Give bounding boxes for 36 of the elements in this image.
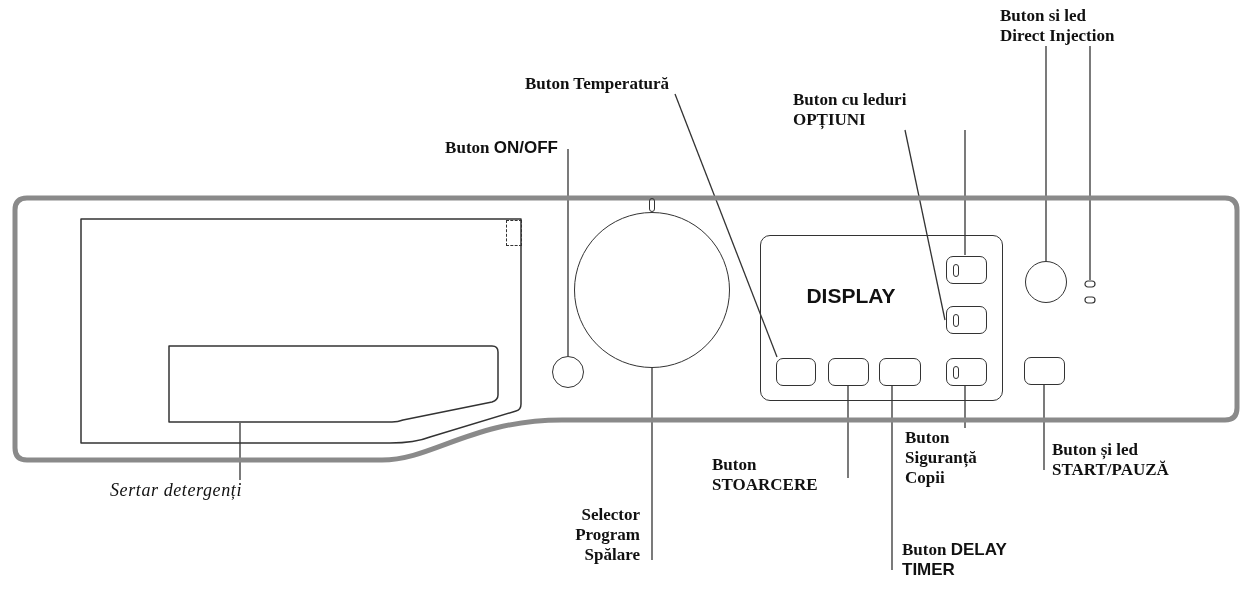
leader-line xyxy=(847,384,849,479)
led-pair xyxy=(1084,280,1096,304)
panel-button xyxy=(946,358,987,386)
leader-line xyxy=(964,384,966,429)
panel-button xyxy=(946,306,987,334)
callout-label: Buton STOARCERE xyxy=(712,455,848,495)
leader-line xyxy=(674,93,778,358)
callout-label: Buton DELAY TIMER xyxy=(892,540,1042,582)
round-button xyxy=(1025,261,1067,303)
display-label: DISPLAY xyxy=(805,284,897,308)
callout-label: Sertar detergenți xyxy=(35,480,242,502)
leader-line xyxy=(1089,45,1091,281)
callout-label: Buton ON/OFF xyxy=(388,138,568,160)
panel-button xyxy=(879,358,921,386)
callout-label: Buton Siguranță Copii xyxy=(905,428,1000,488)
leader-line xyxy=(904,129,946,321)
panel-button xyxy=(776,358,816,386)
callout-label: Buton Temperatură xyxy=(525,74,710,94)
leader-line xyxy=(239,422,241,481)
callout-label: Buton si led Direct Injection xyxy=(1000,6,1130,46)
leader-line xyxy=(651,367,653,561)
callout-label: Selector Program Spălare xyxy=(540,505,652,567)
leader-line xyxy=(964,129,966,256)
detergent-drawer xyxy=(80,218,523,445)
drawer-handle xyxy=(168,345,499,423)
leader-line xyxy=(1043,384,1045,471)
leader-line xyxy=(567,148,569,357)
callout-label: Buton și led START/PAUZĂ xyxy=(1044,440,1219,480)
display-panel xyxy=(760,235,1003,401)
leader-line xyxy=(891,384,893,571)
panel-button xyxy=(1024,357,1065,385)
panel-button xyxy=(828,358,869,386)
leader-line xyxy=(1045,45,1047,262)
panel-button xyxy=(946,256,987,284)
callout-label: Buton cu leduri OPȚIUNI xyxy=(793,90,970,130)
round-button xyxy=(552,356,584,388)
